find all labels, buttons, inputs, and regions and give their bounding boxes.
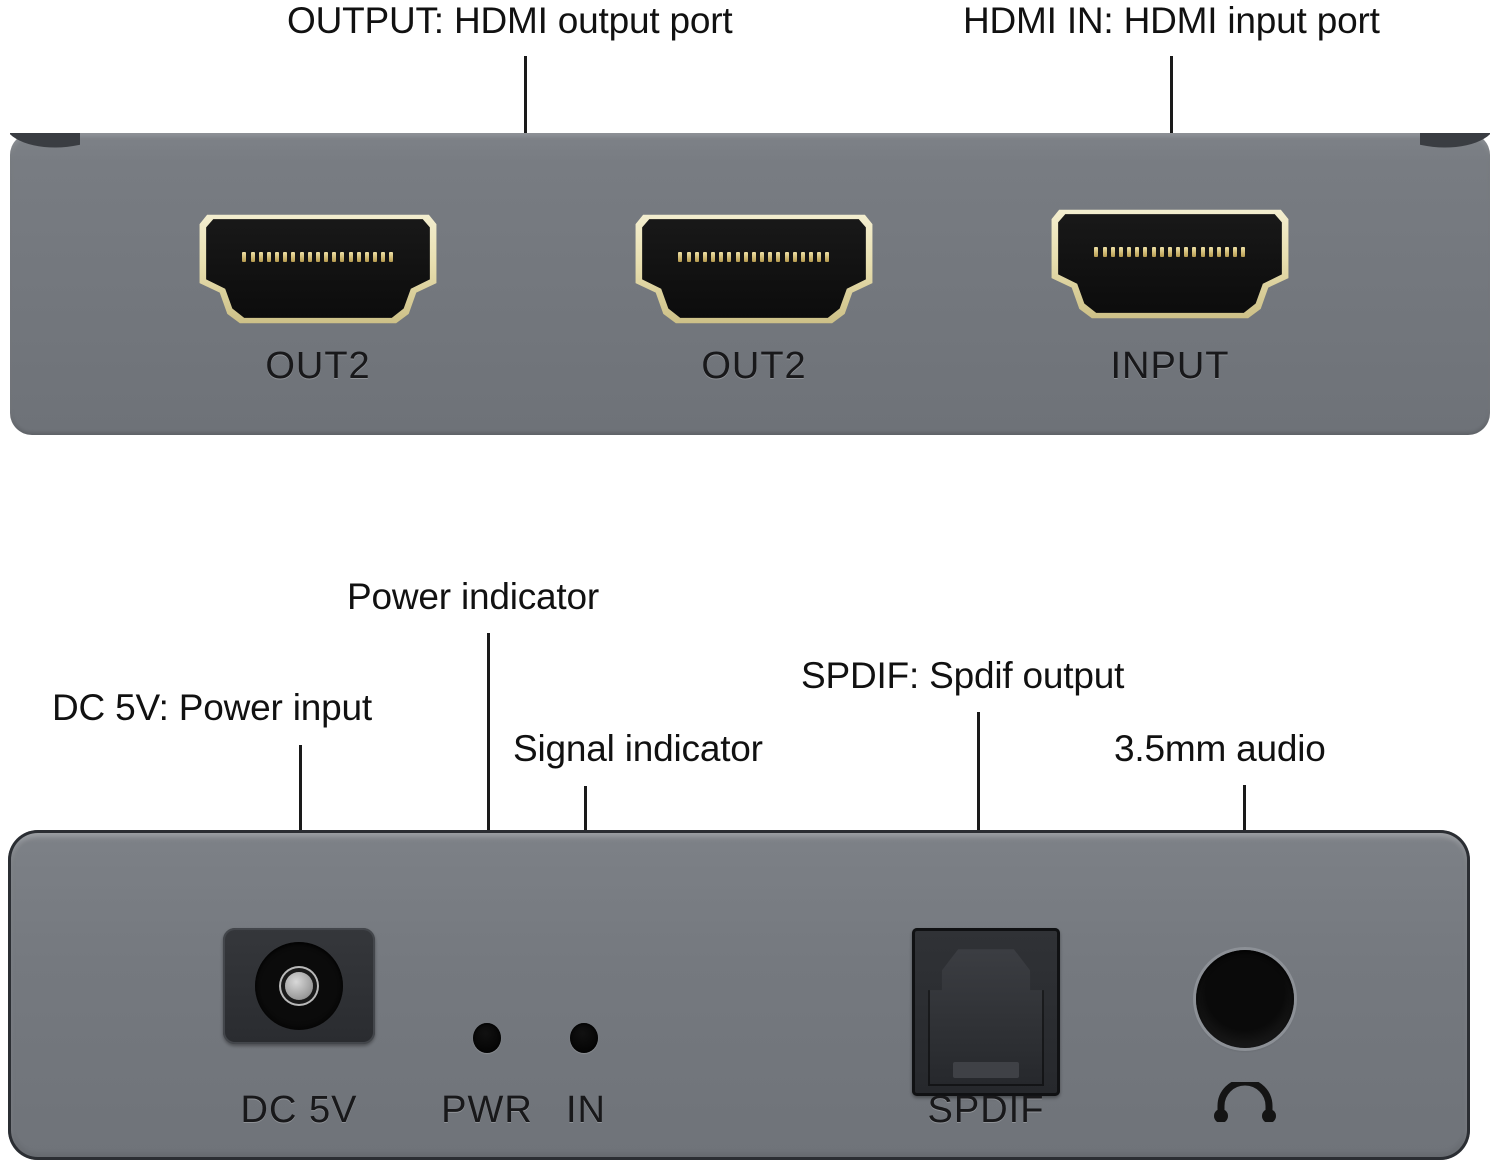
hdmi-pins [678, 252, 830, 263]
leader-spdif [977, 712, 980, 930]
chamfer-top-left [10, 133, 80, 153]
hdmi-cavity [206, 219, 430, 318]
callout-audio-35mm: 3.5mm audio [1114, 728, 1326, 769]
callout-hdmi-output: OUTPUT: HDMI output port [287, 0, 733, 41]
pwr-led-indicator [473, 1023, 501, 1053]
leader-hdmi-input [1170, 56, 1173, 204]
port-label-pwr: PWR [441, 1089, 533, 1131]
hdmi-pins [1094, 247, 1246, 258]
spdif-optical-port[interactable] [912, 928, 1060, 1096]
callout-power-indicator: Power indicator [347, 576, 600, 617]
hdmi-cavity [642, 219, 866, 318]
port-label-out2-left: OUT2 [265, 345, 371, 387]
dc-power-jack[interactable] [223, 928, 375, 1044]
hdmi-cavity [1058, 214, 1282, 313]
port-label-dc-5v: DC 5V [240, 1089, 358, 1131]
hdmi-port-out2-right[interactable] [628, 210, 880, 328]
port-label-input: INPUT [1110, 345, 1230, 387]
callout-spdif-output: SPDIF: Spdif output [801, 655, 1125, 696]
port-label-out2-right: OUT2 [701, 345, 807, 387]
port-label-spdif: SPDIF [927, 1089, 1045, 1131]
hdmi-port-out2-left[interactable] [192, 210, 444, 328]
headphone-icon [1214, 1082, 1276, 1122]
audio-jack-35mm[interactable] [1196, 950, 1294, 1048]
toslink-tongue [953, 1062, 1019, 1078]
hdmi-port-input[interactable] [1044, 205, 1296, 323]
callout-signal-indicator: Signal indicator [513, 728, 763, 769]
chamfer-top-right [1420, 133, 1490, 153]
in-led-indicator [570, 1023, 598, 1053]
leader-output-stem [524, 56, 527, 146]
callout-dc-power-input: DC 5V: Power input [52, 687, 372, 728]
callout-hdmi-input: HDMI IN: HDMI input port [963, 0, 1380, 41]
dc-jack-center-pin [285, 972, 313, 1000]
port-label-in: IN [566, 1089, 606, 1131]
hdmi-pins [242, 252, 394, 263]
